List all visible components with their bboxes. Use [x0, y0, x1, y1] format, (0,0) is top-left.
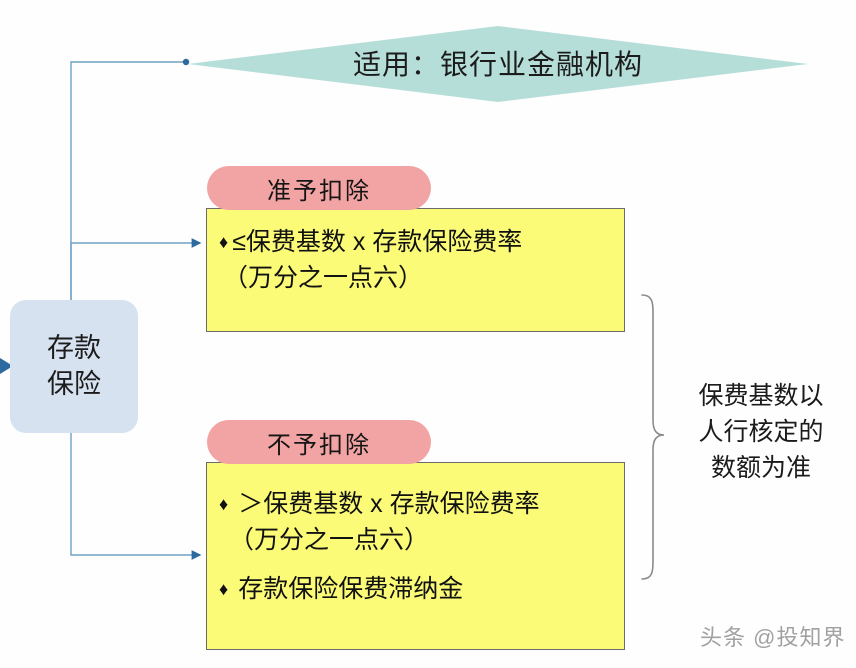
side-note-line2: 人行核定的: [698, 418, 824, 446]
root-node-label-line2: 保险: [47, 368, 101, 399]
root-node-label-line1: 存款: [47, 332, 101, 363]
decision-diamond-label: 适用：银行业金融机构: [352, 49, 643, 80]
connector-root-to-deny-box: [70, 433, 202, 560]
root-node-deposit-insurance: 存款 保险: [10, 300, 138, 433]
watermark: 头条 @投知界: [700, 625, 846, 650]
list-item-continuation: （万分之一点六）: [219, 261, 614, 297]
list-item-text: （万分之一点六）: [229, 525, 430, 554]
grouping-brace-icon: [641, 294, 665, 580]
branch-label-deny-deduction: 不予扣除: [207, 420, 431, 464]
decision-diamond: 适用：银行业金融机构: [188, 26, 808, 102]
connector-root-to-decision: [70, 58, 190, 300]
diamond-bullet-icon: ♦: [219, 494, 229, 514]
diamond-bullet-icon: ♦: [219, 579, 229, 599]
list-item: ♦ 存款保险保费滞纳金: [219, 572, 614, 608]
list-item: ♦ ≤保费基数 x 存款保险费率: [219, 225, 614, 261]
list-item-text: 存款保险保费滞纳金: [238, 575, 464, 603]
list-item-continuation: （万分之一点六）: [219, 523, 614, 559]
side-note-line1: 保费基数以: [698, 382, 824, 410]
branch-content-deny-deduction: ♦ ＞保费基数 x 存款保险费率 （万分之一点六） ♦ 存款保险保费滞纳金: [206, 462, 625, 650]
branch-content-allow-deduction: ♦ ≤保费基数 x 存款保险费率 （万分之一点六）: [206, 208, 625, 332]
list-item-text: （万分之一点六）: [223, 263, 424, 292]
diamond-bullet-icon: ♦: [219, 232, 229, 252]
connector-root-to-allow-box: [70, 238, 202, 300]
side-note-premium-base: 保费基数以 人行核定的 数额为准: [676, 378, 846, 486]
list-item-text: ≤保费基数 x 存款保险费率: [232, 228, 523, 256]
list-item-text: ＞保费基数 x 存款保险费率: [238, 490, 540, 518]
list-item: ♦ ＞保费基数 x 存款保险费率: [219, 487, 614, 523]
side-note-line3: 数额为准: [710, 454, 811, 482]
branch-label-allow-deduction: 准予扣除: [207, 166, 431, 210]
